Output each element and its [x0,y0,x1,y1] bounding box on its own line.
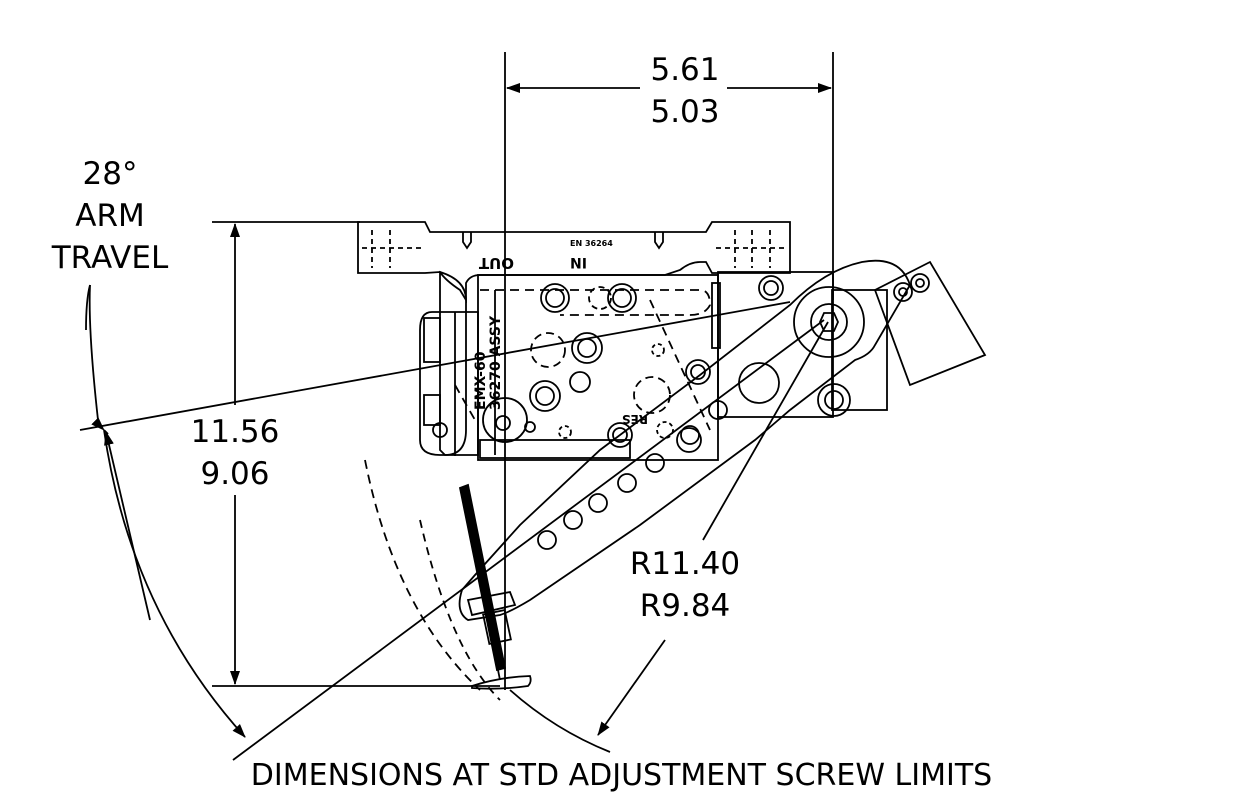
bolt-2 [607,283,637,313]
stop-bracket [873,260,987,387]
port-holes [432,275,851,453]
part-markings: OUT IN EN 36264 EMX-60 36270 ASSY RES [473,239,648,426]
bolt-1 [540,283,570,313]
res-port-marking: RES [622,412,648,426]
horizontal-dim-min: 5.03 [650,94,720,130]
bolt-6 [607,422,633,448]
arm-travel-angle-label: 28° [82,156,138,192]
vertical-dim-min: 9.06 [200,456,270,492]
drawing-caption: DIMENSIONS AT STD ADJUSTMENT SCREW LIMIT… [250,758,993,793]
in-port-marking: IN [570,254,587,270]
pedal-arm [458,259,911,621]
bolt-7 [817,383,851,417]
radius-dimension [364,321,829,753]
radius-dim-max: R11.40 [629,546,741,582]
arm-travel-label-line1: ARM [75,198,145,234]
plate-number-marking: EN 36264 [570,239,613,248]
bolt-5 [685,359,711,385]
arm-travel-angle [79,284,825,761]
arm-travel-label-line2: TRAVEL [51,240,169,276]
horizontal-dimension [504,52,834,690]
out-port-marking: OUT [478,254,514,272]
radius-dim-min: R9.84 [639,588,731,624]
assembly-marking: 36270 ASSY [488,315,504,410]
bolt-4 [529,380,561,412]
model-marking: EMX-60 [473,351,489,410]
horizontal-dim-max: 5.61 [650,52,720,88]
vertical-dimension [212,221,500,687]
vertical-dim-max: 11.56 [190,414,280,450]
adjustment-screw [458,483,532,690]
bolt-3 [571,332,603,364]
pivot-boss [793,286,865,358]
valve-body [419,270,888,461]
